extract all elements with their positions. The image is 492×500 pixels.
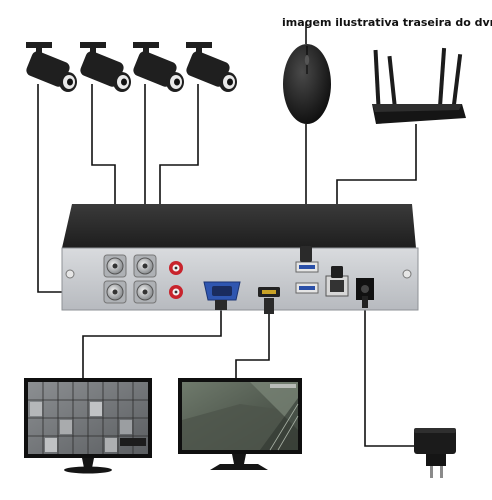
router xyxy=(372,47,466,124)
diagram-caption: imagem ilustrativa traseira do dvr xyxy=(282,16,492,29)
monitor-vga xyxy=(24,378,152,474)
bnc-video-in-3 xyxy=(103,280,127,304)
camera-2 xyxy=(80,42,131,92)
monitor-hdmi xyxy=(178,378,302,470)
power-adapter xyxy=(414,428,456,478)
cable-vga xyxy=(82,306,222,380)
usb-port-2 xyxy=(295,282,319,294)
vga-port xyxy=(203,281,241,310)
camera-4 xyxy=(186,42,237,92)
cable-power xyxy=(364,298,414,447)
hdmi-port xyxy=(258,287,280,314)
rj45-lan-port xyxy=(325,266,349,297)
bnc-video-in-1 xyxy=(103,254,127,278)
dc-power-port xyxy=(356,278,374,308)
mouse xyxy=(283,24,331,124)
camera-1 xyxy=(26,42,77,92)
usb-port-1 xyxy=(295,246,319,273)
camera-3 xyxy=(133,42,184,92)
bnc-video-in-4 xyxy=(133,280,157,304)
cable-hdmi xyxy=(235,314,270,380)
rca-audio-in xyxy=(169,261,183,275)
bnc-video-in-2 xyxy=(133,254,157,278)
rca-audio-out xyxy=(169,285,183,299)
